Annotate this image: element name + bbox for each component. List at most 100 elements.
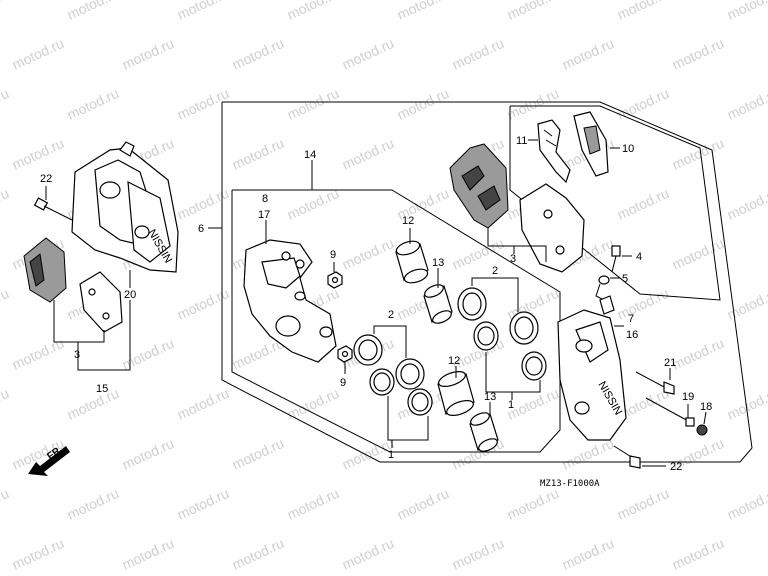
callout-13: 13 bbox=[484, 391, 496, 403]
watermark-text: motod.ru bbox=[615, 485, 672, 523]
watermark-text: motod.ru bbox=[670, 235, 727, 273]
watermark-text: motod.ru bbox=[670, 135, 727, 173]
plug-18 bbox=[696, 424, 708, 436]
callout-8: 8 bbox=[262, 193, 268, 205]
callout-10: 10 bbox=[622, 143, 634, 155]
watermark-text: motod.ru bbox=[0, 85, 11, 123]
pistons-lower bbox=[437, 371, 499, 452]
watermark-text: motod.ru bbox=[670, 535, 727, 573]
diagram-code: MZ13-F1000A bbox=[540, 479, 600, 489]
watermark-text: motod.ru bbox=[725, 85, 768, 123]
pad-pin-21 bbox=[635, 371, 675, 395]
watermark-text: motod.ru bbox=[615, 85, 672, 123]
watermark-text: motod.ru bbox=[285, 485, 342, 523]
watermark-text: motod.ru bbox=[0, 485, 11, 523]
leader-3-left bbox=[53, 300, 105, 343]
watermark-text: motod.ru bbox=[175, 385, 232, 423]
watermark-text: motod.ru bbox=[65, 85, 122, 123]
watermark-text: motod.ru bbox=[340, 235, 397, 273]
bolt-22-right bbox=[613, 445, 641, 469]
pad-pin-19 bbox=[645, 397, 695, 427]
watermark-text: motod.ru bbox=[10, 135, 67, 173]
pad-spring-11 bbox=[537, 119, 571, 184]
leader-2-upper bbox=[471, 277, 519, 312]
caliper-bracket bbox=[243, 239, 337, 363]
pad-set-outline bbox=[509, 105, 721, 301]
pistons-upper bbox=[395, 240, 453, 324]
watermark-text: motod.ru bbox=[395, 0, 452, 23]
callout-9: 9 bbox=[340, 377, 346, 389]
callout-13: 13 bbox=[432, 257, 444, 269]
callout-17: 17 bbox=[258, 209, 270, 221]
watermark-text: motod.ru bbox=[65, 0, 122, 23]
watermark-text: motod.ru bbox=[395, 485, 452, 523]
left-brake-pads bbox=[23, 237, 123, 333]
watermark-text: motod.ru bbox=[230, 135, 287, 173]
watermark-text: motod.ru bbox=[285, 0, 342, 23]
subassembly-outline-14 bbox=[231, 189, 561, 453]
watermark-text: motod.ru bbox=[0, 385, 11, 423]
bleed-cap-5 bbox=[595, 275, 610, 301]
callout-1: 1 bbox=[388, 449, 394, 461]
watermark-text: motod.ru bbox=[670, 35, 727, 73]
callout-2: 2 bbox=[492, 265, 498, 277]
watermark-text: motod.ru bbox=[725, 185, 768, 223]
watermark-text: motod.ru bbox=[615, 0, 672, 23]
piston-seal-set-upper bbox=[457, 287, 547, 381]
callout-1: 1 bbox=[508, 399, 514, 411]
watermark-text: motod.ru bbox=[175, 285, 232, 323]
watermark-text: motod.ru bbox=[10, 535, 67, 573]
watermark-text: motod.ru bbox=[395, 85, 452, 123]
callout-5: 5 bbox=[622, 273, 628, 285]
callout-19: 19 bbox=[682, 391, 694, 403]
leader-2-lower bbox=[373, 325, 407, 358]
callout-11: 11 bbox=[516, 135, 527, 147]
watermark-text: motod.ru bbox=[450, 535, 507, 573]
pin-nut-9-upper bbox=[327, 271, 343, 289]
watermark-text: motod.ru bbox=[10, 35, 67, 73]
watermark-text: motod.ru bbox=[65, 385, 122, 423]
watermark-text: motod.ru bbox=[505, 485, 562, 523]
callout-7: 7 bbox=[628, 313, 634, 325]
leader-15 bbox=[77, 300, 131, 371]
watermark-text: motod.ru bbox=[285, 185, 342, 223]
caliper-body-right: NISSIN bbox=[557, 295, 627, 441]
watermark-text: motod.ru bbox=[0, 0, 11, 23]
brake-pads-upper bbox=[449, 143, 585, 273]
callout-6: 6 bbox=[198, 223, 204, 235]
watermark-text: motod.ru bbox=[615, 185, 672, 223]
left-caliper-assembly: NISSIN bbox=[71, 141, 179, 273]
watermark-text: motod.ru bbox=[175, 185, 232, 223]
callout-20: 20 bbox=[124, 289, 136, 301]
assembly-outline-6 bbox=[221, 101, 753, 463]
callout-3: 3 bbox=[510, 253, 516, 265]
watermark-text: motod.ru bbox=[670, 335, 727, 373]
leader-1-upper bbox=[485, 352, 541, 393]
bleed-screw-4 bbox=[611, 245, 621, 273]
watermark-text: motod.ru bbox=[340, 135, 397, 173]
callout-labels: 22 20 3 15 6 14 8 17 9 9 12 13 2 1 2 1 1… bbox=[40, 135, 712, 489]
watermark-text: motod.ru bbox=[285, 85, 342, 123]
callout-12: 12 bbox=[402, 215, 414, 227]
watermark-text: motod.ru bbox=[450, 35, 507, 73]
watermark-text: motod.ru bbox=[120, 335, 177, 373]
watermark-text: motod.ru bbox=[230, 535, 287, 573]
callout-21: 21 bbox=[664, 357, 676, 369]
watermark-text: motod.ru bbox=[505, 0, 562, 23]
watermark-text: motod.ru bbox=[120, 535, 177, 573]
watermark-text: motod.ru bbox=[10, 335, 67, 373]
watermark-text: motod.ru bbox=[120, 435, 177, 473]
leader-3-upper bbox=[487, 228, 547, 262]
callout-2: 2 bbox=[388, 309, 394, 321]
watermark-text: motod.ru bbox=[0, 285, 11, 323]
callout-22: 22 bbox=[670, 461, 682, 473]
watermark-text: motod.ru bbox=[340, 535, 397, 573]
watermark-text: motod.ru bbox=[615, 285, 672, 323]
watermark-text: motod.ru bbox=[340, 35, 397, 73]
pin-nut-9-lower bbox=[337, 345, 353, 363]
callout-9: 9 bbox=[330, 249, 336, 261]
watermark-text: motod.ru bbox=[560, 35, 617, 73]
watermark-text: motod.ru bbox=[725, 0, 768, 23]
